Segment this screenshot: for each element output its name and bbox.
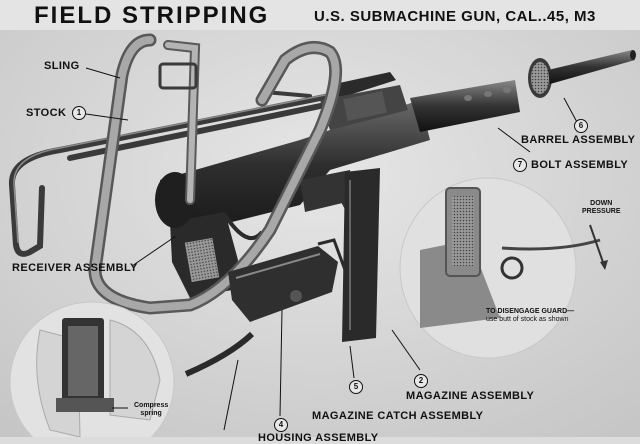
barrel-illustration — [528, 50, 636, 98]
housing-illustration — [184, 238, 347, 377]
label-sling: SLING — [44, 60, 80, 72]
note-compress-line2: spring — [140, 410, 162, 417]
note-compress-spring: Compress spring — [134, 402, 168, 418]
label-magazine-catch-assembly: MAGAZINE CATCH ASSEMBLY — [312, 410, 484, 422]
note-down-line1: DOWN — [590, 200, 613, 207]
poster-subtitle: U.S. SUBMACHINE GUN, CAL..45, M3 — [314, 8, 596, 25]
header-band — [0, 0, 640, 30]
number-barrel: 6 — [574, 119, 588, 133]
sling-buckle — [158, 62, 198, 90]
note-guard-line2: use butt of stock as shown — [486, 316, 569, 323]
receiver-illustration — [155, 72, 430, 298]
number-stock: 1 — [72, 106, 86, 120]
bolt-illustration — [410, 80, 520, 132]
note-guard-line1: TO DISENGAGE GUARD— — [486, 308, 575, 315]
number-magazine-catch: 5 — [349, 380, 363, 394]
label-stock: STOCK — [26, 107, 67, 119]
poster-title: FIELD STRIPPING — [34, 2, 270, 29]
label-barrel-assembly: BARREL ASSEMBLY — [521, 134, 636, 146]
label-bolt-assembly: BOLT ASSEMBLY — [531, 159, 629, 171]
note-down-pressure: DOWN PRESSURE — [582, 200, 621, 216]
note-compress-line1: Compress — [134, 402, 169, 409]
number-housing: 4 — [274, 418, 288, 432]
note-disengage-guard: TO DISENGAGE GUARD— use butt of stock as… — [486, 308, 574, 324]
number-bolt: 7 — [513, 158, 527, 172]
label-housing-assembly: HOUSING ASSEMBLY — [258, 432, 379, 444]
label-magazine-assembly: MAGAZINE ASSEMBLY — [406, 390, 535, 402]
magazine-illustration — [342, 168, 380, 342]
guard-inset — [399, 177, 608, 359]
note-down-line2: PRESSURE — [582, 208, 621, 215]
leader-lines — [85, 67, 579, 431]
label-receiver-assembly: RECEIVER ASSEMBLY — [12, 262, 138, 274]
spring-inset — [9, 301, 175, 437]
number-magazine: 2 — [414, 374, 428, 388]
